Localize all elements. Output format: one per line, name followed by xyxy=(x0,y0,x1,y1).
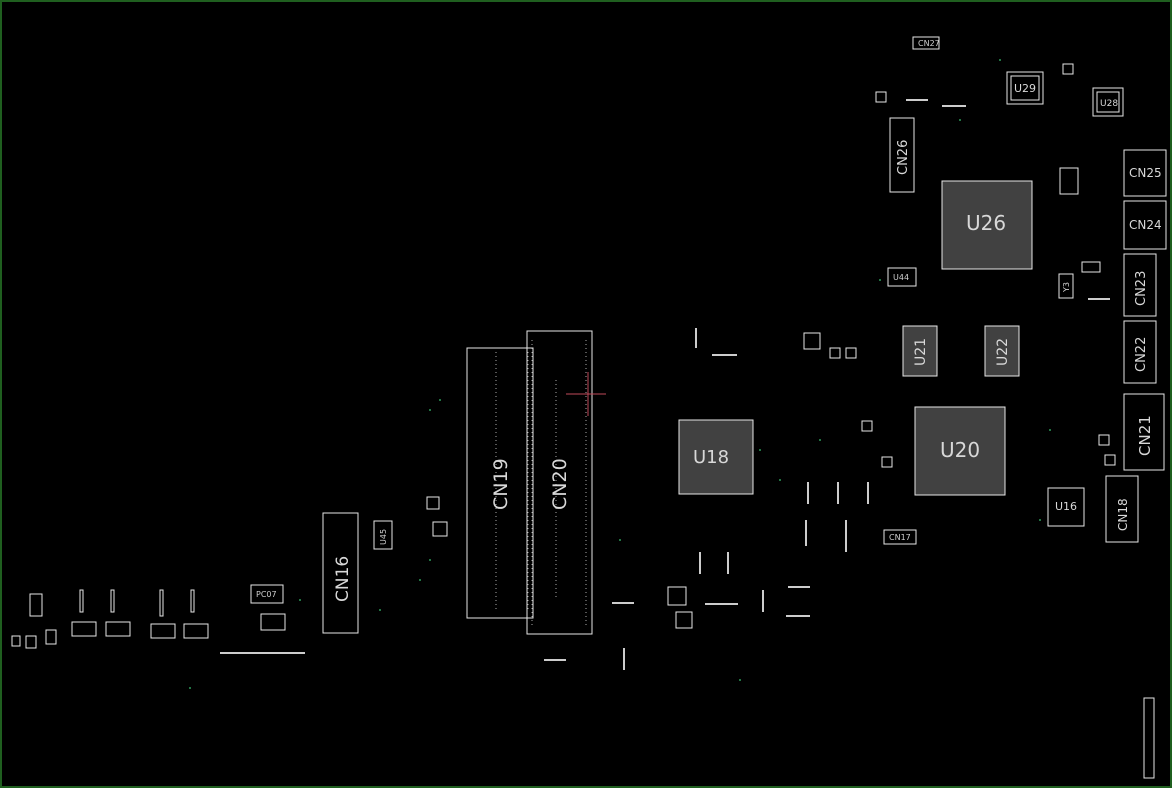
u28[interactable]: U28 xyxy=(1092,87,1124,117)
svg-text:CN17: CN17 xyxy=(889,533,911,542)
svg-text:PC07: PC07 xyxy=(256,590,277,599)
cn21[interactable]: CN21 xyxy=(1123,393,1165,471)
u45[interactable]: U45 xyxy=(373,520,393,550)
u20[interactable]: U20 xyxy=(914,406,1006,496)
svg-text:U28: U28 xyxy=(1100,99,1118,109)
u18[interactable]: U18 xyxy=(678,419,754,495)
svg-text:U29: U29 xyxy=(1014,82,1036,95)
cn19[interactable]: CN19 xyxy=(466,347,534,619)
cn17[interactable]: CN17 xyxy=(883,529,917,545)
cn24[interactable]: CN24 xyxy=(1123,200,1167,250)
svg-text:Y3: Y3 xyxy=(1062,282,1071,293)
cn26[interactable]: CN26 xyxy=(889,117,915,193)
misc-components xyxy=(426,63,1155,779)
svg-text:CN22: CN22 xyxy=(1134,337,1149,372)
svg-text:U22: U22 xyxy=(995,338,1011,366)
svg-text:CN20: CN20 xyxy=(549,458,571,510)
u21[interactable]: U21 xyxy=(902,325,938,377)
cn16[interactable]: CN16 xyxy=(322,512,359,634)
svg-text:U21: U21 xyxy=(913,338,929,366)
cn20[interactable]: CN20 xyxy=(526,330,593,635)
svg-text:CN16: CN16 xyxy=(333,556,353,602)
vias xyxy=(189,59,1051,689)
svg-text:U20: U20 xyxy=(940,438,980,462)
u29[interactable]: U29 xyxy=(1006,71,1044,105)
svg-text:CN25: CN25 xyxy=(1129,166,1162,180)
svg-text:CN18: CN18 xyxy=(1116,498,1130,531)
cn23[interactable]: CN23 xyxy=(1123,253,1157,317)
y3[interactable]: Y3 xyxy=(1058,273,1074,299)
cn22[interactable]: CN22 xyxy=(1123,320,1157,384)
svg-text:CN19: CN19 xyxy=(490,458,512,510)
svg-text:U45: U45 xyxy=(379,529,388,545)
svg-text:CN23: CN23 xyxy=(1134,271,1149,306)
pc07[interactable]: PC07 xyxy=(250,584,284,604)
cn18[interactable]: CN18 xyxy=(1105,475,1139,543)
svg-text:CN27: CN27 xyxy=(918,39,940,48)
svg-text:U18: U18 xyxy=(693,447,729,468)
u44[interactable]: U44 xyxy=(887,267,917,287)
left-components xyxy=(11,589,305,654)
svg-text:U16: U16 xyxy=(1055,500,1077,513)
svg-text:U44: U44 xyxy=(893,273,909,282)
cn25[interactable]: CN25 xyxy=(1123,149,1167,197)
svg-text:U26: U26 xyxy=(966,211,1006,235)
u22[interactable]: U22 xyxy=(984,325,1020,377)
svg-text:CN26: CN26 xyxy=(896,140,911,175)
cn27[interactable]: CN27 xyxy=(912,36,940,50)
svg-text:CN24: CN24 xyxy=(1129,218,1162,232)
svg-text:CN21: CN21 xyxy=(1136,415,1154,456)
u26[interactable]: U26 xyxy=(941,180,1033,270)
crosshair-cursor xyxy=(566,372,606,416)
u16[interactable]: U16 xyxy=(1047,487,1085,527)
